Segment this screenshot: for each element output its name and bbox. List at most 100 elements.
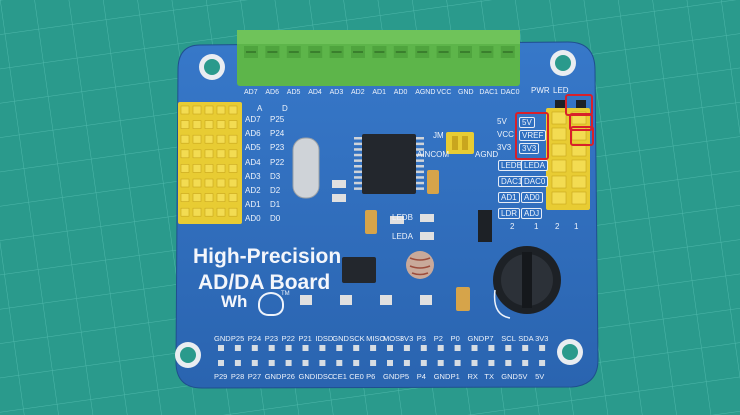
left-pin-label-a: AD3 bbox=[245, 171, 261, 181]
board-title-line2: AD/DA Board bbox=[198, 271, 331, 294]
left-pin-header bbox=[178, 102, 242, 224]
left-pin-label-p: D2 bbox=[270, 186, 281, 195]
leda-label: LEDA bbox=[392, 232, 413, 241]
ldr-sensor bbox=[406, 251, 434, 279]
left-pin-label-p: D3 bbox=[270, 171, 281, 181]
mapping-right-label: ADJ bbox=[521, 208, 543, 219]
terminal-label: AD6 bbox=[265, 89, 280, 96]
terminal-label: AD0 bbox=[393, 89, 408, 96]
gpio-bottom-label: TX bbox=[484, 372, 494, 381]
left-pin-label-a: AD4 bbox=[245, 157, 261, 167]
terminal-label: GND bbox=[458, 89, 474, 96]
aincom-label: AINCOM bbox=[417, 150, 449, 159]
mapping-left-label: LDR bbox=[498, 208, 521, 219]
column-number-1b: 1 bbox=[574, 222, 579, 231]
potentiometer bbox=[493, 246, 561, 319]
left-pin-label-a: AD0 bbox=[245, 214, 261, 224]
pwr-label: PWR bbox=[531, 86, 550, 95]
highlight-pwr-jumper-low bbox=[570, 126, 594, 146]
gpio-top-label: P23 bbox=[264, 334, 279, 343]
ledb-label: LEDB bbox=[392, 213, 413, 222]
robot-logo-icon bbox=[258, 292, 284, 316]
left-pin-label-a: AD2 bbox=[245, 186, 261, 195]
left-pin-label-p: P25 bbox=[270, 115, 285, 124]
power-select-left-label: 5V bbox=[497, 117, 507, 126]
terminal-label: DAC0 bbox=[500, 89, 520, 96]
terminal-label: AGND bbox=[415, 89, 436, 96]
gpio-bottom-label: GND bbox=[501, 372, 518, 381]
gpio-bottom-label: IDSC bbox=[315, 372, 334, 381]
board-title-line1: High-Precision bbox=[193, 245, 342, 268]
gpio-bottom-label: P29 bbox=[214, 372, 228, 381]
left-pin-label-p: P22 bbox=[270, 157, 285, 167]
gpio-bottom-label: GND bbox=[433, 372, 451, 381]
power-select-right-label: 3V3 bbox=[519, 143, 540, 154]
column-number-2a: 2 bbox=[510, 222, 515, 231]
gpio-top-label: IDSD bbox=[315, 334, 334, 343]
gpio-bottom-label: 5V bbox=[535, 372, 545, 381]
mapping-right-label: LEDA bbox=[521, 160, 548, 171]
gpio-bottom-label: GND bbox=[383, 372, 400, 381]
led-label: LED bbox=[553, 86, 569, 95]
gpio-top-label: P2 bbox=[433, 334, 443, 343]
gpio-bottom-label: GND bbox=[298, 372, 316, 381]
highlight-power-5v-vref-3v3 bbox=[515, 112, 549, 160]
column-number-2b: 2 bbox=[555, 222, 560, 231]
gpio-top-label: P24 bbox=[247, 334, 262, 343]
gpio-top-label: SCL bbox=[501, 334, 516, 343]
left-pin-label-a: AD1 bbox=[245, 200, 261, 210]
jm-label: JM bbox=[433, 131, 444, 140]
gpio-bottom-label: GND bbox=[264, 372, 282, 381]
gpio-top-label: 3V3 bbox=[535, 334, 549, 343]
adc-chip bbox=[354, 134, 424, 194]
terminal-label: VCC bbox=[436, 89, 452, 96]
terminal-label: AD1 bbox=[372, 89, 387, 96]
terminal-label: AD4 bbox=[308, 89, 322, 96]
gpio-top-label: P21 bbox=[298, 334, 312, 343]
column-number-1a: 1 bbox=[534, 222, 539, 231]
gpio-bottom-label: P27 bbox=[247, 372, 262, 381]
highlight-pwr-jumper-mid bbox=[569, 113, 593, 131]
gpio-top-label: MOSI bbox=[383, 334, 403, 343]
terminal-label: AD3 bbox=[329, 89, 344, 96]
gpio-top-label: GND bbox=[332, 334, 349, 343]
gpio-bottom-label: P4 bbox=[416, 372, 426, 381]
gpio-top-label: SDA bbox=[518, 334, 534, 343]
gpio-bottom-label: P28 bbox=[230, 372, 245, 381]
terminal-label: AD7 bbox=[244, 89, 258, 96]
gpio-top-label: SCK bbox=[349, 334, 365, 343]
terminal-label: DAC1 bbox=[479, 89, 499, 96]
left-pin-label-a: AD7 bbox=[245, 115, 261, 124]
gpio-bottom-label: RX bbox=[467, 372, 478, 381]
left-pin-label-p: D0 bbox=[270, 214, 281, 224]
gpio-top-label: P25 bbox=[230, 334, 245, 343]
column-label-a: A bbox=[257, 104, 263, 113]
mapping-right-label: AD0 bbox=[521, 192, 543, 203]
column-label-d: D bbox=[282, 104, 288, 113]
power-select-right-label: VREF bbox=[519, 130, 547, 141]
gpio-top-label: 3V3 bbox=[399, 334, 414, 343]
smd-components bbox=[300, 170, 492, 311]
gpio-bottom-label: P1 bbox=[450, 372, 460, 381]
left-pin-label-p: P24 bbox=[270, 129, 285, 139]
agnd-label: AGND bbox=[475, 150, 499, 159]
terminal-label: AD2 bbox=[351, 89, 365, 96]
left-pin-label-p: D1 bbox=[270, 200, 281, 210]
gpio-bottom-label: P26 bbox=[281, 372, 295, 381]
tm-mark: TM bbox=[281, 291, 290, 297]
terminal-label: AD5 bbox=[286, 89, 301, 96]
mapping-right-label: DAC0 bbox=[521, 176, 549, 187]
jmp-jumper bbox=[446, 132, 474, 154]
mapping-left-label: AD1 bbox=[498, 192, 520, 203]
power-select-left-label: 3V3 bbox=[497, 143, 512, 152]
gpio-bottom-label: P6 bbox=[366, 372, 376, 381]
right-jumper-headers bbox=[546, 100, 590, 210]
waveshare-logo: Wh bbox=[221, 292, 248, 311]
gpio-bottom-label: CE0 bbox=[349, 372, 364, 381]
power-select-left-label: VCC bbox=[497, 130, 514, 139]
crystal bbox=[292, 137, 320, 199]
highlight-pwr-jumper-top bbox=[565, 94, 593, 116]
gpio-top-label: P3 bbox=[416, 334, 426, 343]
left-pin-label-p: P23 bbox=[270, 143, 285, 153]
